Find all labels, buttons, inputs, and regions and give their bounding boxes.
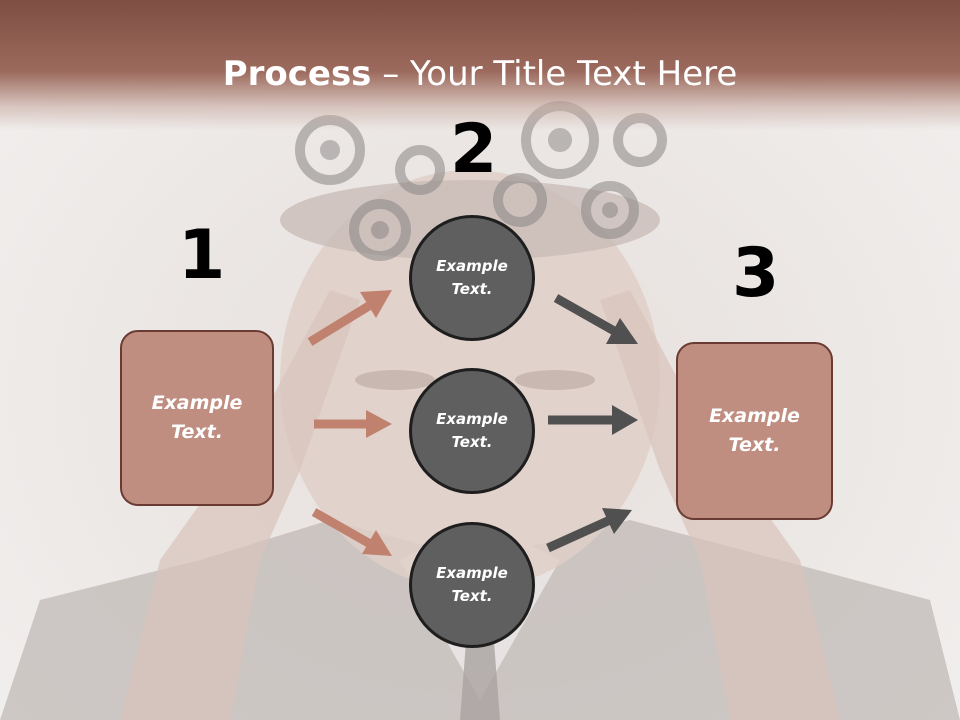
- step3-box: Example Text.: [676, 342, 833, 520]
- step-number-1: 1: [178, 216, 226, 295]
- arrow-right-middle: [548, 405, 638, 435]
- step2-circle-middle: Example Text.: [409, 368, 535, 494]
- arrow-left-bottom: [311, 508, 392, 556]
- step1-box: Example Text.: [120, 330, 274, 506]
- step2-circle-bottom: Example Text.: [409, 522, 535, 648]
- arrow-right-top: [553, 294, 638, 344]
- circle-bottom-text: Example Text.: [436, 564, 508, 605]
- circle-top-text: Example Text.: [436, 257, 508, 298]
- title-bold: Process: [222, 54, 372, 94]
- slide-title: Process – Your Title Text Here: [0, 52, 960, 96]
- arrow-left-top: [307, 290, 392, 346]
- arrow-right-bottom: [546, 508, 632, 553]
- step2-circle-top: Example Text.: [409, 215, 535, 341]
- title-bar: [0, 0, 960, 130]
- title-rest: – Your Title Text Here: [371, 54, 738, 94]
- step-number-3: 3: [732, 234, 780, 313]
- step-number-2: 2: [450, 110, 498, 189]
- step1-box-text: Example Text.: [151, 392, 243, 443]
- step3-box-text: Example Text.: [709, 405, 800, 456]
- circle-middle-text: Example Text.: [436, 410, 508, 451]
- arrow-left-middle: [314, 410, 392, 438]
